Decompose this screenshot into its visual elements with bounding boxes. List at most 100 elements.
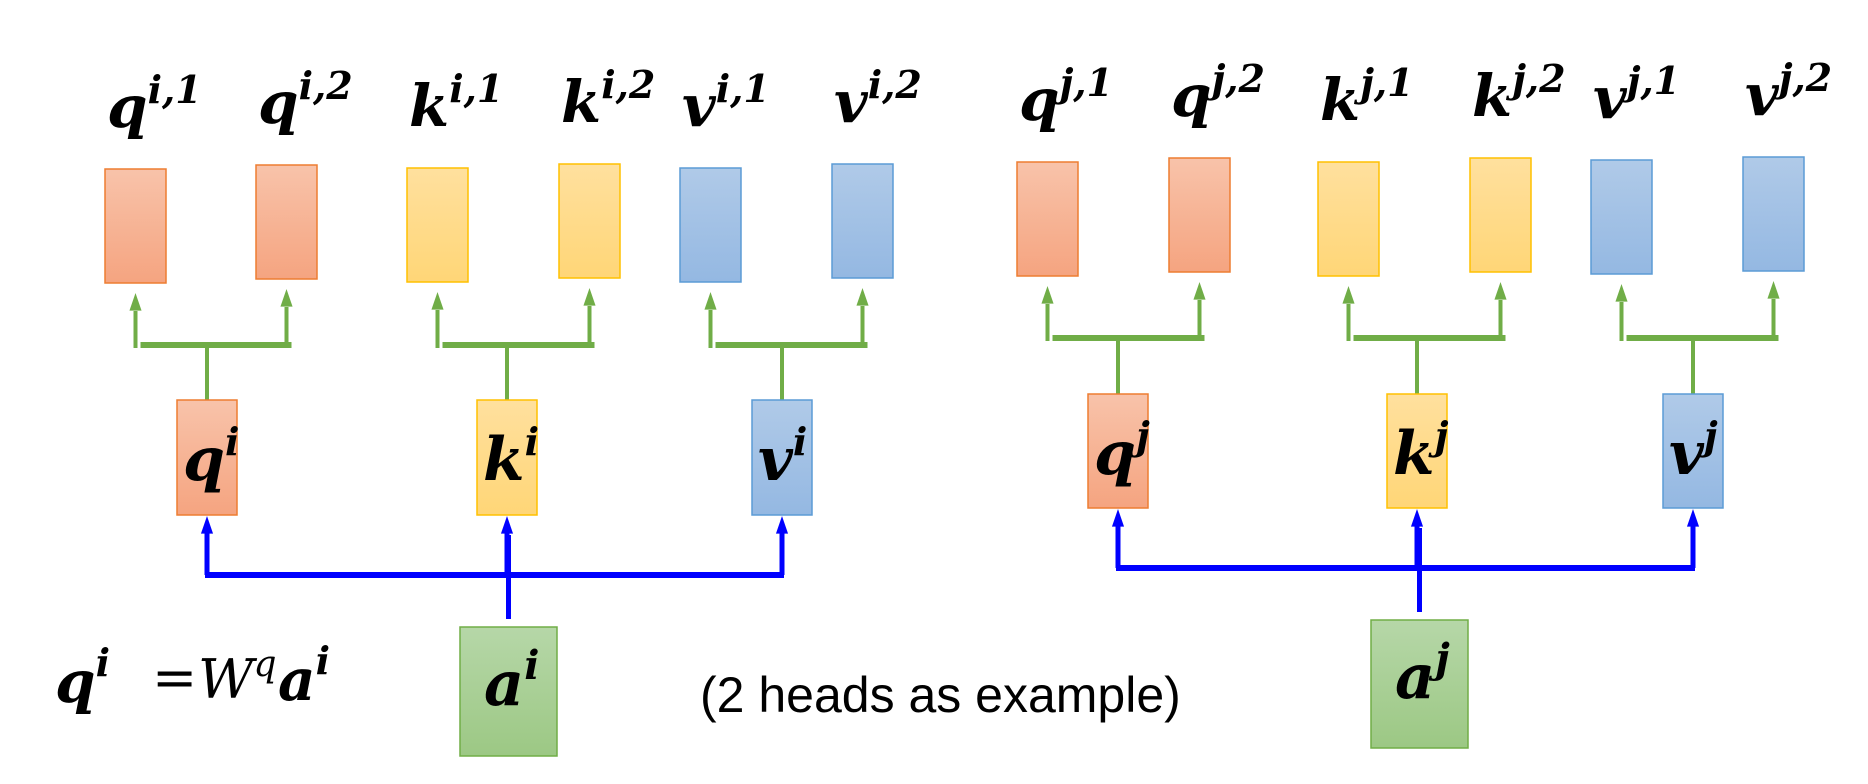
svg-text:qi: qi [55,640,110,716]
svg-text:Wq: Wq [198,644,277,711]
head-q-i-1-label-base: q [107,73,148,141]
head-v-j-1-label: vj,1 [1593,58,1680,132]
blue-arrow-head-q-j [1111,509,1125,527]
projection-box-v-j [1662,393,1724,509]
head-v-j-2-label: vj,2 [1745,55,1832,129]
projection-label-q-i-sup: i [225,419,239,464]
equation-lhs-base: q [55,648,96,716]
head-q-j-2-arrow-head [1193,282,1206,300]
head-v-j-1-box [1590,159,1653,275]
head-k-i-2-label-sup: i,2 [601,62,655,107]
projection-equation: qi = Wq ai [55,638,330,716]
head-q-i-2-label: qi,2 [258,63,353,137]
projection-label-k-j: kj [1393,413,1449,489]
head-q-j-2-box [1168,157,1231,273]
head-q-i-1-arrow-head [129,293,142,311]
head-q-i-1-label: qi,1 [107,67,202,141]
svg-text:ai: ai [278,638,330,714]
head-q-j-1-label-sup: j,1 [1053,60,1113,105]
head-v-i-1-label: vi,1 [682,66,770,140]
blue-arrow-head-k-j [1410,509,1424,527]
equation-lhs-sup: i [96,640,110,685]
head-v-j-2-arrow-head [1767,281,1780,299]
input-box-j [1370,619,1469,749]
head-k-j-2-box [1469,157,1532,273]
head-v-i-2-label-sup: i,2 [868,62,922,107]
equation-rhs-sup: i [316,638,330,683]
head-v-j-2-label-sup: j,2 [1772,55,1832,100]
projection-box-q-i [176,399,238,516]
head-k-j-1-arrow-head [1342,286,1355,304]
blue-arrow-head-v-i [775,516,789,534]
head-v-j-1-label-base: v [1593,64,1628,132]
projection-label-k-i: ki [483,419,539,495]
head-q-j-1-box [1016,161,1079,277]
head-k-j-2-label: kj,2 [1472,56,1566,130]
input-label-j: aj [1395,635,1450,713]
head-k-i-1-label: ki,1 [409,66,503,140]
projection-label-q-j: qj [1094,413,1150,489]
head-q-j-2-label-base: q [1171,62,1212,130]
head-k-j-1-label-base: k [1320,66,1360,134]
head-q-i-1-label-sup: i,1 [148,67,202,112]
equation-weight-base: W [198,648,258,711]
head-q-i-1-box [104,168,167,284]
projection-box-v-i [751,399,813,516]
head-k-j-2-arrow-head [1494,282,1507,300]
head-v-i-2-label: vi,2 [834,62,922,136]
head-k-i-2-box [558,163,621,279]
head-q-j-2-label-sup: j,2 [1205,56,1265,101]
projection-label-q-i: qi [183,419,239,495]
input-label-i: ai [484,642,539,720]
head-q-i-2-arrow-head [280,289,293,307]
head-v-i-2-label-base: v [834,68,869,136]
projection-label-k-i-sup: i [525,419,539,464]
head-v-j-1-arrow-head [1615,284,1628,302]
projection-label-q-i-base: q [183,425,225,495]
equation-rhs-base: a [278,646,316,714]
blue-arrow-head-k-i [500,516,514,534]
head-k-j-1-label-sup: j,1 [1353,60,1413,105]
projection-box-k-i [476,399,538,516]
head-q-j-1-label: qj,1 [1019,60,1113,134]
head-v-i-2-box [831,163,894,279]
head-v-j-2-box [1742,156,1805,272]
projection-box-q-j [1087,393,1149,509]
projection-label-q-j-base: q [1094,419,1136,489]
head-q-j-1-arrow-head [1041,286,1054,304]
head-k-i-1-arrow-head [431,292,444,310]
head-k-j-2-label-base: k [1472,62,1512,130]
head-k-i-2-label-base: k [561,68,601,136]
head-q-i-2-label-base: q [258,69,299,137]
head-k-i-1-label-sup: i,1 [449,66,503,111]
head-k-i-2-arrow-head [583,288,596,306]
projection-label-v-i-sup: i [793,419,807,464]
head-k-j-1-label: kj,1 [1320,60,1414,134]
head-v-i-1-box [679,167,742,283]
blue-arrow-head-q-i [200,516,214,534]
input-label-i-sup: i [524,642,539,689]
projection-label-k-i-base: k [483,425,525,495]
head-k-i-1-box [406,167,469,283]
projection-label-v-j: vj [1669,413,1718,489]
head-v-j-2-label-base: v [1745,61,1780,129]
head-v-i-2-arrow-head [856,288,869,306]
head-v-i-1-label-sup: i,1 [716,66,770,111]
projection-label-v-i-base: v [758,425,794,495]
equation-equals: = [152,646,197,709]
caption: (2 heads as example) [700,667,1181,723]
projection-box-k-j [1386,393,1448,509]
head-v-j-1-label-sup: j,1 [1620,58,1680,103]
projection-label-v-j-base: v [1669,419,1705,489]
head-k-j-1-box [1317,161,1380,277]
head-k-i-1-label-base: k [409,72,449,140]
projection-label-k-j-base: k [1393,419,1435,489]
input-box-i [459,626,558,757]
head-v-i-1-arrow-head [704,292,717,310]
projection-label-v-i: vi [758,419,807,495]
head-q-i-2-box [255,164,318,280]
blue-arrow-head-v-j [1686,509,1700,527]
head-k-j-2-label-sup: j,2 [1505,56,1565,101]
input-label-i-base: a [484,647,524,720]
